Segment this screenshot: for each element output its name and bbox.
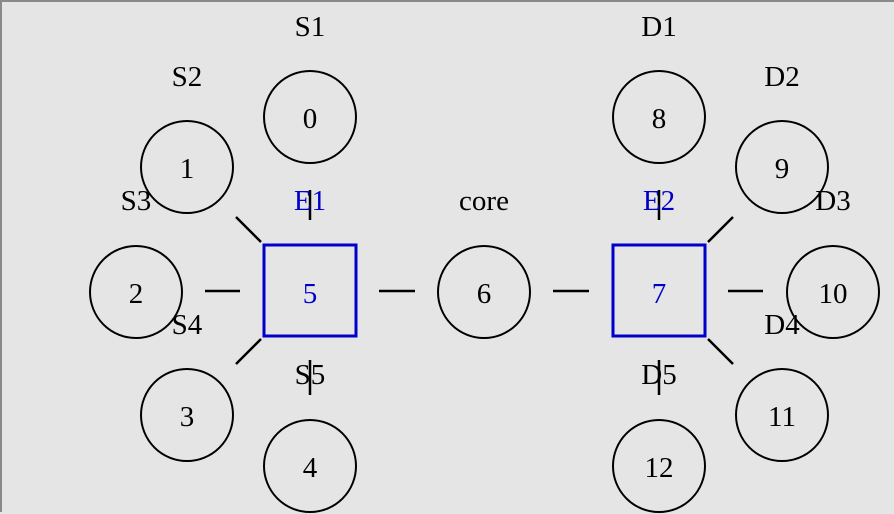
label-s2: S2 <box>172 61 203 93</box>
node-7-number: 7 <box>652 278 667 310</box>
link-e2-n11 <box>707 338 734 365</box>
label-d4: D4 <box>764 309 800 341</box>
label-d2: D2 <box>764 61 799 93</box>
node-6-number: 6 <box>477 278 492 310</box>
node-0-number: 0 <box>303 103 318 135</box>
node-0-circle <box>263 70 357 164</box>
label-d5: D5 <box>641 359 676 391</box>
node-7-box <box>611 243 707 338</box>
node-11-number: 11 <box>768 401 796 433</box>
label-s3: S3 <box>121 185 152 217</box>
node-2-circle <box>89 245 183 339</box>
node-4-number: 4 <box>303 452 318 484</box>
label-s5: S5 <box>295 359 326 391</box>
label-e2: E2 <box>643 185 675 217</box>
label-d1: D1 <box>641 11 676 43</box>
label-d3: D3 <box>815 185 850 217</box>
node-3-number: 3 <box>180 401 195 433</box>
link-e1-n3 <box>235 338 262 365</box>
node-1-circle <box>140 120 234 214</box>
node-9-number: 9 <box>775 153 790 185</box>
node-12-number: 12 <box>645 452 674 484</box>
node-2-number: 2 <box>129 278 144 310</box>
node-5-number: 5 <box>303 278 318 310</box>
link-e2-n9 <box>707 216 734 243</box>
label-e1: E1 <box>294 185 326 217</box>
node-11-circle <box>735 368 829 462</box>
node-3-circle <box>140 368 234 462</box>
label-s4: S4 <box>172 309 203 341</box>
node-5-box <box>262 243 358 338</box>
label-s1: S1 <box>295 11 326 43</box>
node-1-number: 1 <box>180 153 195 185</box>
node-10-circle <box>786 245 880 339</box>
node-10-number: 10 <box>819 278 848 310</box>
link-e1-n1 <box>235 216 262 243</box>
label-core: core <box>459 185 509 217</box>
node-8-number: 8 <box>652 103 667 135</box>
node-6-circle <box>437 245 531 339</box>
node-8-circle <box>612 70 706 164</box>
node-9-circle <box>735 120 829 214</box>
